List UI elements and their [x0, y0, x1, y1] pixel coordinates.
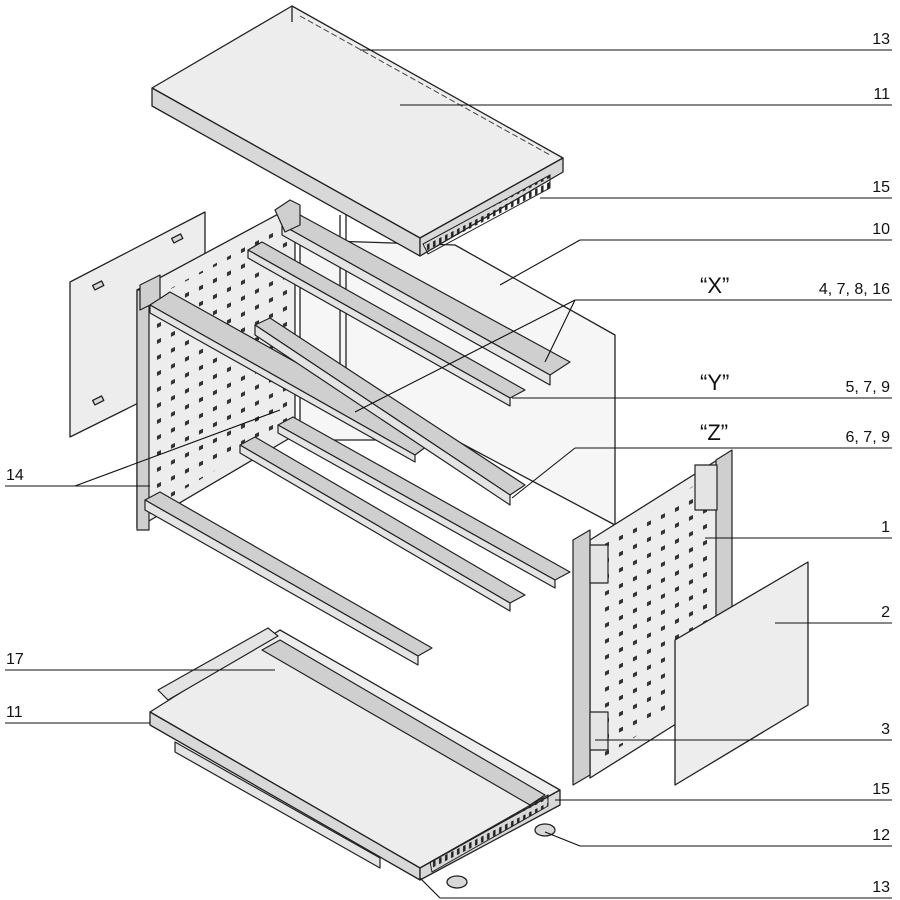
rail-group-bottom	[144, 416, 571, 666]
label-z-parts: 6, 7, 9	[846, 429, 891, 446]
label-14: 14	[6, 467, 24, 484]
label-3: 3	[881, 721, 890, 738]
label-y-tag: “Y”	[700, 370, 729, 395]
label-1: 1	[881, 519, 890, 536]
label-17: 17	[6, 651, 24, 668]
label-11-bottom: 11	[6, 704, 23, 721]
label-15-top: 15	[872, 179, 890, 196]
rail-group-top	[149, 199, 571, 506]
right-cover-plate	[674, 561, 809, 786]
label-2: 2	[881, 604, 890, 621]
top-cover	[151, 5, 564, 257]
feet	[446, 823, 556, 889]
label-y-parts: 5, 7, 9	[846, 379, 891, 396]
label-13-bottom: 13	[872, 879, 890, 896]
label-12: 12	[872, 827, 890, 844]
label-15-bottom: 15	[872, 781, 890, 798]
label-z-tag: “Z”	[700, 420, 728, 445]
label-11-top: 11	[873, 86, 890, 103]
label-10: 10	[872, 221, 890, 238]
label-13-top: 13	[872, 31, 890, 48]
leader-lines	[5, 49, 892, 899]
callout-labels: 13 11 15 10 “X” 4, 7, 8, 16 “Y” 5, 7, 9 …	[6, 31, 890, 896]
label-x-parts: 4, 7, 8, 16	[819, 281, 890, 298]
label-x-tag: “X”	[700, 273, 729, 298]
bottom-tray	[149, 627, 561, 881]
